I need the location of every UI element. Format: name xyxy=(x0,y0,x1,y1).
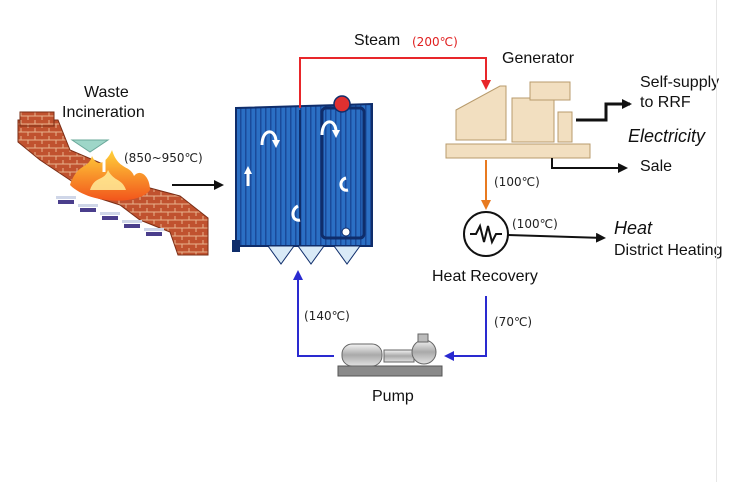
self-supply-arrow xyxy=(576,99,632,122)
right-border-line xyxy=(716,0,717,482)
sale-label: Sale xyxy=(640,158,673,175)
district-heating-label: District Heating xyxy=(614,242,723,259)
pump-label: Pump xyxy=(372,388,414,405)
self-supply-label-line1: Self-supply xyxy=(640,74,720,91)
turbine-generator-icon xyxy=(445,81,591,159)
heat-exchanger-icon xyxy=(463,211,509,257)
generator-label: Generator xyxy=(502,50,575,67)
waste-label-line1: Waste xyxy=(84,84,129,101)
heat-recovery-label: Heat Recovery xyxy=(432,268,538,285)
heat-exchanger-out-temperature: (100℃) xyxy=(512,217,558,231)
boiler-icon xyxy=(232,95,373,265)
return-temperature: (70℃) xyxy=(494,315,533,329)
pump-icon xyxy=(337,333,443,377)
electricity-label: Electricity xyxy=(628,126,706,146)
boiler-inlet-temperature: (140℃) xyxy=(304,309,350,323)
steam-temperature: (200℃) xyxy=(412,35,458,49)
furnace-temperature: (850~950℃) xyxy=(124,151,203,165)
heat-label: Heat xyxy=(614,218,653,238)
steam-label: Steam xyxy=(354,32,401,49)
incinerator-icon xyxy=(17,111,209,256)
steam-line xyxy=(299,57,491,108)
sale-arrow xyxy=(551,158,628,173)
feedwater-line xyxy=(293,270,334,357)
generator-out-temperature: (100℃) xyxy=(494,175,540,189)
waste-label-line2: Incineration xyxy=(62,104,145,121)
return-line xyxy=(444,296,487,361)
heat-output-arrow xyxy=(507,232,606,243)
self-supply-label-line2: to RRF xyxy=(640,94,691,111)
